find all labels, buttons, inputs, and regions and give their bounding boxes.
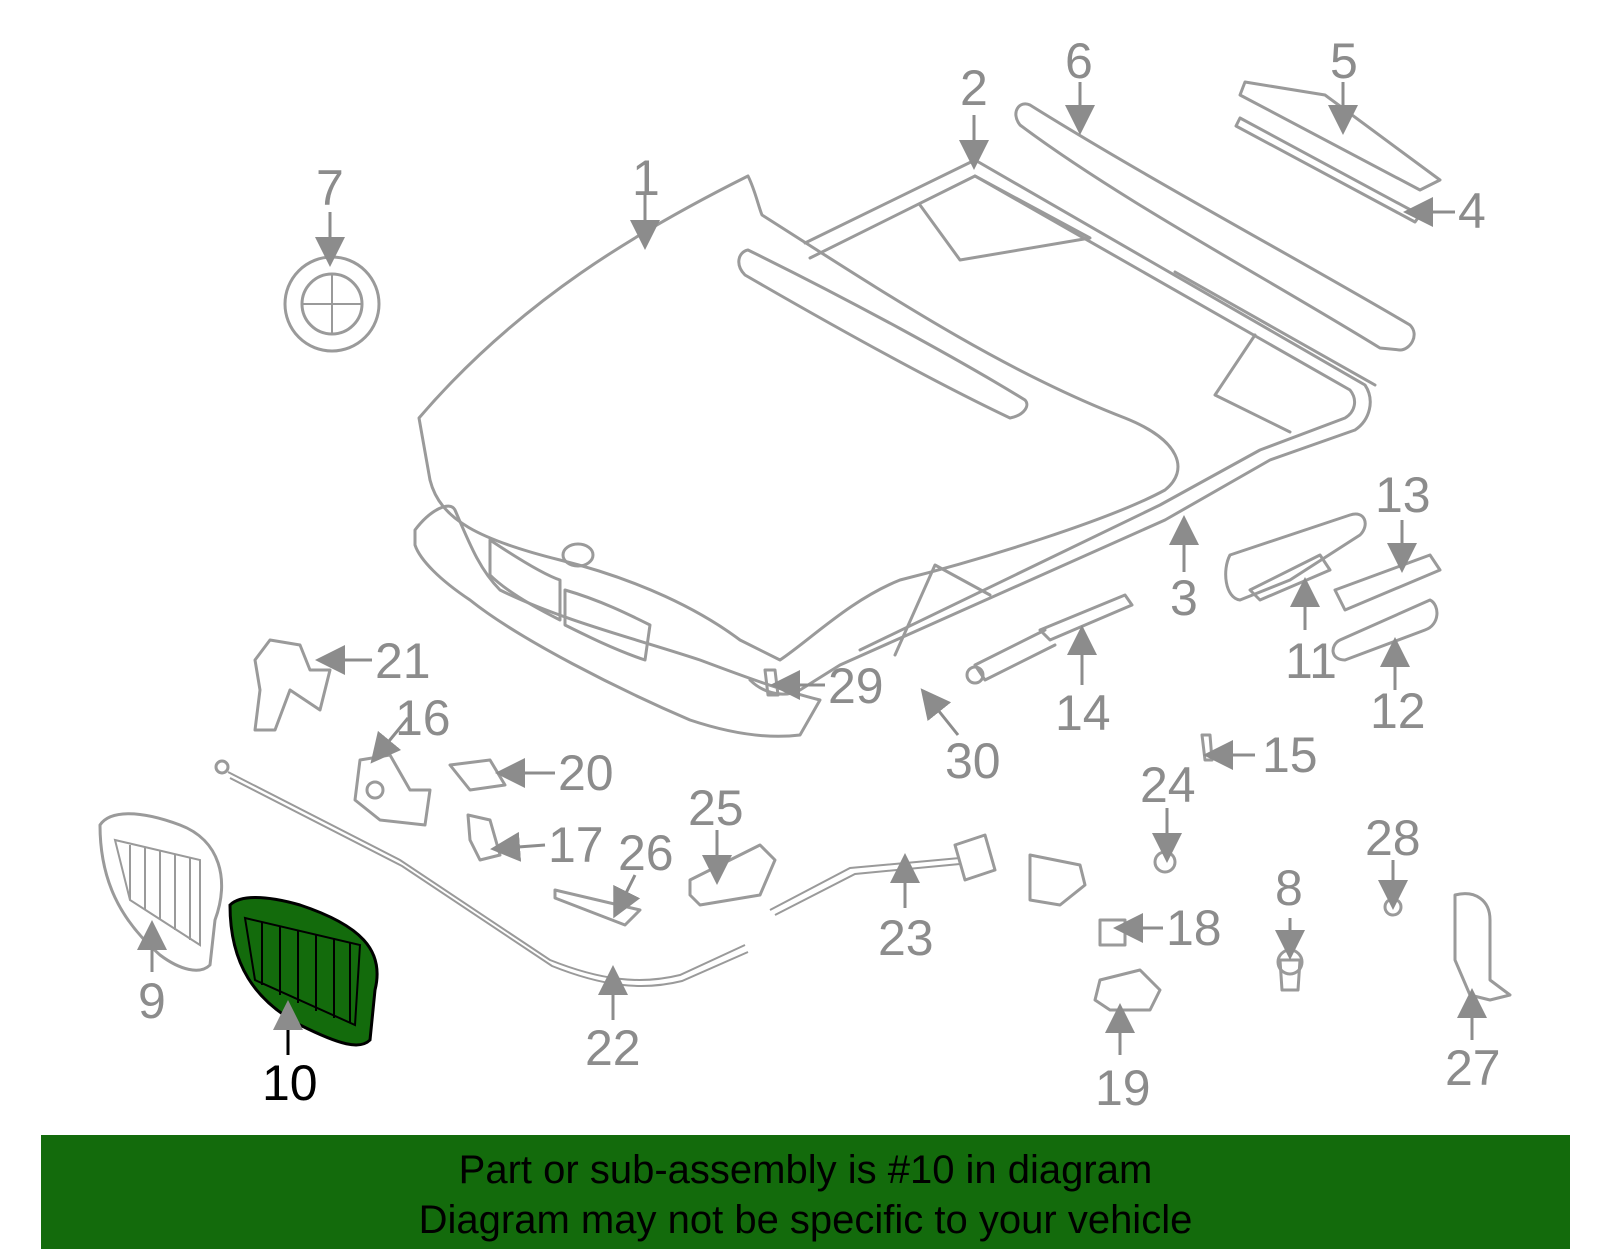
callout-19: 19 — [1095, 1060, 1151, 1116]
callout-7: 7 — [316, 160, 344, 216]
emblem-badge[interactable] — [283, 255, 381, 353]
callout-17: 17 — [548, 817, 604, 873]
seal-strip[interactable] — [1234, 80, 1442, 224]
exploded-parts-diagram: 1 2 3 4 5 6 7 8 9 10 11 12 13 14 15 16 1… — [98, 33, 1512, 1116]
callout-6: 6 — [1065, 33, 1093, 89]
callout-26: 26 — [618, 825, 674, 881]
banner-line-disclaimer: Diagram may not be specific to your vehi… — [418, 1198, 1193, 1242]
callout-4: 4 — [1458, 183, 1486, 239]
callout-10: 10 — [262, 1055, 318, 1111]
callout-22: 22 — [585, 1020, 641, 1076]
callout-5: 5 — [1330, 33, 1358, 89]
callout-30: 30 — [945, 733, 1001, 789]
callout-2: 2 — [960, 60, 988, 116]
kidney-grille-highlighted[interactable] — [228, 896, 379, 1047]
callout-16: 16 — [395, 690, 451, 746]
callout-14: 14 — [1055, 685, 1111, 741]
banner-line-part-number: Part or sub-assembly is #10 in diagram — [458, 1148, 1153, 1192]
callout-8: 8 — [1275, 860, 1303, 916]
callout-25: 25 — [688, 780, 744, 836]
kidney-grille-left-outline[interactable] — [98, 812, 223, 972]
hood-gas-strut[interactable] — [965, 593, 1134, 685]
callout-23: 23 — [878, 910, 934, 966]
callout-3: 3 — [1170, 570, 1198, 626]
hood-latch[interactable] — [353, 753, 432, 827]
callout-24: 24 — [1140, 757, 1196, 813]
callout-13: 13 — [1375, 467, 1431, 523]
callout-9: 9 — [138, 973, 166, 1029]
callout-labels: 1 2 3 4 5 6 7 8 9 10 11 12 13 14 15 16 1… — [138, 33, 1501, 1116]
info-banner: Part or sub-assembly is #10 in diagram D… — [41, 1135, 1570, 1249]
callout-18: 18 — [1166, 900, 1222, 956]
leader-lines — [137, 82, 1487, 1055]
callout-20: 20 — [558, 745, 614, 801]
front-bumper-shape[interactable] — [413, 504, 822, 738]
hood-panel[interactable] — [417, 174, 1180, 662]
callout-27: 27 — [1445, 1040, 1501, 1096]
callout-11: 11 — [1285, 633, 1337, 689]
callout-28: 28 — [1365, 810, 1421, 866]
weatherstrip[interactable] — [1014, 102, 1416, 387]
callout-29: 29 — [828, 658, 884, 714]
callout-12: 12 — [1370, 683, 1426, 739]
callout-1: 1 — [632, 150, 660, 206]
callout-21: 21 — [375, 633, 431, 689]
callout-15: 15 — [1262, 727, 1318, 783]
bracket-21[interactable] — [253, 638, 332, 732]
